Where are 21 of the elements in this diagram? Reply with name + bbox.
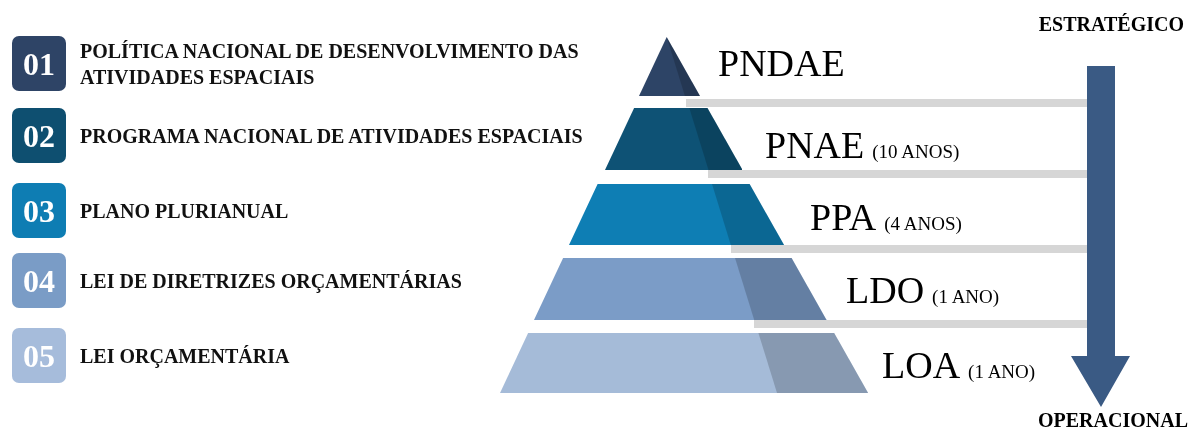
item-description: PROGRAMA NACIONAL DE ATIVIDADES ESPACIAIS (80, 123, 584, 149)
tier-label: LOA (882, 346, 961, 384)
tier-label: LDO (846, 271, 925, 309)
duration-label: (4 ANOS) (884, 214, 962, 233)
number-badge: 02 (12, 108, 66, 163)
number-badge: 01 (12, 36, 66, 91)
duration-label: (1 ANO) (968, 362, 1036, 381)
item-description: LEI ORÇAMENTÁRIA (80, 343, 291, 370)
duration-label: (1 ANO) (932, 287, 1000, 306)
number-badge: 05 (12, 328, 66, 383)
item-description: POLÍTICA NACIONAL DE DESENVOLVIMENTO DAS ATIVIDADES ESPACIAIS (80, 38, 580, 90)
item-description: PLANO PLURIANUAL (80, 198, 290, 224)
tier-label: PNAE (765, 126, 865, 164)
number-badge: 04 (12, 253, 66, 308)
duration-label: (10 ANOS) (872, 142, 960, 161)
number-badge: 03 (12, 183, 66, 238)
tier-label: PPA (810, 198, 877, 236)
bottom-level-label: OPERACIONAL (1038, 410, 1188, 430)
top-level-label: ESTRATÉGICO (1038, 14, 1184, 34)
item-description: LEI DE DIRETRIZES ORÇAMENTÁRIAS (80, 268, 463, 295)
tier-label: PNDAE (718, 44, 845, 82)
